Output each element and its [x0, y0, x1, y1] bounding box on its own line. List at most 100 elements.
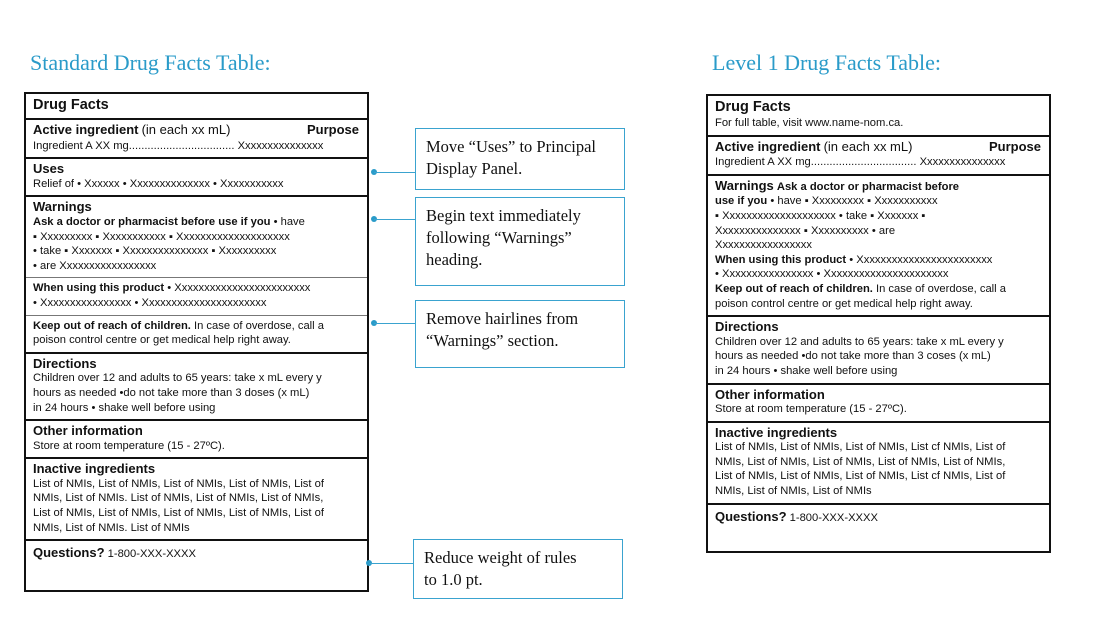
other-information-line: Store at room temperature (15 - 27ºC).: [33, 439, 225, 452]
callout-note-warnings-text: Begin text immediately following “Warnin…: [415, 197, 625, 286]
warnings-ask-line: ▪ Xxxxxxxxx ▪ Xxxxxxxxxxx ▪ Xxxxxxxxxxxx…: [33, 230, 290, 243]
warnings-line: Xxxxxxxxxxxxxxx ▪ Xxxxxxxxxx • are: [715, 224, 896, 237]
callout-connector: [374, 172, 415, 173]
drug-facts-title: Drug Facts: [33, 97, 109, 113]
callout-text: Move “Uses” to Principal: [426, 137, 597, 156]
questions-phone: 1-800-XXX-XXXX: [789, 511, 878, 524]
warnings-line: • Xxxxxxxxxxxxxxxx • Xxxxxxxxxxxxxxxxxxx…: [715, 268, 949, 281]
warnings-ask-line: • are Xxxxxxxxxxxxxxxxx: [33, 259, 157, 272]
active-ingredient-section: Active ingredient (in each xx mL) Purpos…: [708, 137, 1049, 176]
callout-text: following “Warnings”: [426, 228, 572, 247]
callout-text: Begin text immediately: [426, 206, 581, 225]
inactive-ingredients-section: Inactive ingredients List of NMIs, List …: [26, 459, 367, 542]
inactive-ingredients-line: NMIs, List of NMIs, List of NMIs: [715, 485, 872, 498]
inactive-ingredients-heading: Inactive ingredients: [715, 424, 838, 440]
warnings-hairline-block: Keep out of reach of children. In case o…: [26, 314, 367, 348]
warnings-section: Warnings Ask a doctor or pharmacist befo…: [26, 197, 367, 354]
warnings-section: Warnings Ask a doctor or pharmacist befo…: [708, 176, 1049, 318]
drug-facts-title: Drug Facts: [715, 99, 791, 115]
active-ingredient-note: (in each xx mL): [823, 138, 913, 154]
inactive-ingredients-line: NMIs, List of NMIs, List of NMIs, List o…: [715, 455, 1006, 468]
standard-drug-facts-table: Drug Facts Active ingredient (in each xx…: [24, 92, 369, 592]
directions-section: Directions Children over 12 and adults t…: [708, 317, 1049, 385]
other-information-section: Other information Store at room temperat…: [26, 421, 367, 460]
inactive-ingredients-line: List of NMIs, List of NMIs, List of NMIs…: [33, 507, 324, 520]
uses-heading: Uses: [33, 161, 65, 177]
other-information-line: Store at room temperature (15 - 27ºC).: [715, 403, 907, 416]
callout-connector: [374, 219, 415, 220]
directions-line: hours as needed •do not take more than 3…: [715, 350, 991, 363]
directions-heading: Directions: [715, 319, 779, 335]
inactive-ingredients-section: Inactive ingredients List of NMIs, List …: [708, 423, 1049, 505]
questions-section: Questions? 1-800-XXX-XXXX: [26, 541, 367, 566]
warnings-heading: Warnings: [33, 199, 92, 215]
standard-table-heading: Standard Drug Facts Table:: [30, 50, 271, 75]
warnings-using-line: When using this product • Xxxxxxxxxxxxxx…: [33, 282, 311, 295]
questions-phone: 1-800-XXX-XXXX: [107, 548, 196, 561]
drug-facts-title-section: Drug Facts For full table, visit www.nam…: [708, 96, 1049, 137]
other-information-section: Other information Store at room temperat…: [708, 385, 1049, 423]
callout-text: Display Panel.: [426, 159, 523, 178]
inactive-ingredients-line: NMIs, List of NMIs. List of NMIs: [33, 521, 190, 534]
active-ingredient-line: Ingredient A XX mg......................…: [715, 156, 1006, 169]
inactive-ingredients-line: List of NMIs, List of NMIs, List of NMIs…: [33, 477, 324, 490]
callout-note-hairlines: Remove hairlines from “Warnings” section…: [415, 300, 625, 368]
warnings-line: use if you • have ▪ Xxxxxxxxx ▪ Xxxxxxxx…: [715, 195, 938, 208]
callout-note-uses: Move “Uses” to Principal Display Panel.: [415, 128, 625, 190]
inactive-ingredients-line: List of NMIs, List of NMIs, List of NMIs…: [715, 441, 1006, 454]
uses-line: Relief of • Xxxxxx • Xxxxxxxxxxxxxx • Xx…: [33, 177, 284, 190]
other-information-heading: Other information: [715, 386, 825, 402]
warnings-hairline-block: When using this product • Xxxxxxxxxxxxxx…: [26, 277, 367, 310]
active-ingredient-section: Active ingredient (in each xx mL) Purpos…: [26, 120, 367, 160]
warnings-ask-line: • take ▪ Xxxxxxx ▪ Xxxxxxxxxxxxxxx ▪ Xxx…: [33, 245, 277, 258]
warnings-line: When using this product • Xxxxxxxxxxxxxx…: [715, 253, 993, 266]
level1-drug-facts-table: Drug Facts For full table, visit www.nam…: [706, 94, 1051, 553]
warnings-line: ▪ Xxxxxxxxxxxxxxxxxxxx • take ▪ Xxxxxxx …: [715, 209, 926, 222]
warnings-line: poison control centre or get medical hel…: [715, 297, 973, 310]
drug-facts-title-section: Drug Facts: [26, 94, 367, 120]
bold-lead-text: When using this product: [33, 282, 165, 295]
active-ingredient-line: Ingredient A XX mg......................…: [33, 139, 324, 152]
bold-lead-text: Keep out of reach of children.: [33, 319, 191, 332]
questions-heading: Questions?: [715, 508, 787, 524]
active-ingredient-heading: Active ingredient: [715, 138, 821, 154]
uses-section: Uses Relief of • Xxxxxx • Xxxxxxxxxxxxxx…: [26, 159, 367, 198]
warnings-keep-line: Keep out of reach of children. In case o…: [33, 319, 324, 332]
directions-line: in 24 hours • shake well before using: [33, 401, 216, 414]
active-ingredient-heading: Active ingredient: [33, 122, 139, 137]
bold-lead-text: When using this product: [715, 253, 847, 266]
warnings-heading: Warnings: [715, 177, 774, 193]
warnings-ask-line: Ask a doctor or pharmacist before use if…: [33, 215, 305, 228]
warnings-line: Keep out of reach of children. In case o…: [715, 282, 1006, 295]
questions-section: Questions? 1-800-XXX-XXXX: [708, 505, 1049, 530]
callout-connector: [369, 563, 413, 564]
callout-note-rule-weight: Reduce weight of rules to 1.0 pt.: [413, 539, 623, 599]
inactive-ingredients-heading: Inactive ingredients: [33, 461, 156, 477]
bold-lead-text: use if you: [715, 195, 768, 208]
callout-text: heading.: [426, 250, 483, 269]
directions-line: Children over 12 and adults to 65 years:…: [715, 335, 1004, 348]
purpose-heading: Purpose: [306, 122, 359, 137]
callout-connector: [374, 323, 415, 324]
other-information-heading: Other information: [33, 423, 143, 439]
level1-table-heading: Level 1 Drug Facts Table:: [712, 50, 941, 75]
bold-lead-text: Ask a doctor or pharmacist before use if…: [33, 215, 271, 228]
callout-text: Reduce weight of rules: [424, 548, 577, 567]
inactive-ingredients-line: List of NMIs, List of NMIs, List of NMIs…: [715, 470, 1006, 483]
callout-text: “Warnings” section.: [426, 331, 559, 350]
purpose-heading: Purpose: [988, 138, 1041, 154]
directions-line: hours as needed •do not take more than 3…: [33, 386, 310, 399]
questions-heading: Questions?: [33, 545, 105, 561]
warnings-keep-line: poison control centre or get medical hel…: [33, 334, 291, 347]
callout-text: to 1.0 pt.: [424, 570, 483, 589]
callout-text: Remove hairlines from: [426, 309, 579, 328]
directions-line: in 24 hours • shake well before using: [715, 364, 898, 377]
bold-lead-text: Keep out of reach of children.: [715, 282, 873, 295]
warnings-line: Ask a doctor or pharmacist before: [776, 180, 960, 193]
directions-section: Directions Children over 12 and adults t…: [26, 354, 367, 422]
active-ingredient-note: (in each xx mL): [141, 122, 231, 137]
warnings-line: Xxxxxxxxxxxxxxxxx: [715, 239, 812, 252]
directions-heading: Directions: [33, 355, 97, 371]
drug-facts-subtitle: For full table, visit www.name-nom.ca.: [715, 117, 904, 129]
inactive-ingredients-line: NMIs, List of NMIs. List of NMIs, List o…: [33, 492, 324, 505]
